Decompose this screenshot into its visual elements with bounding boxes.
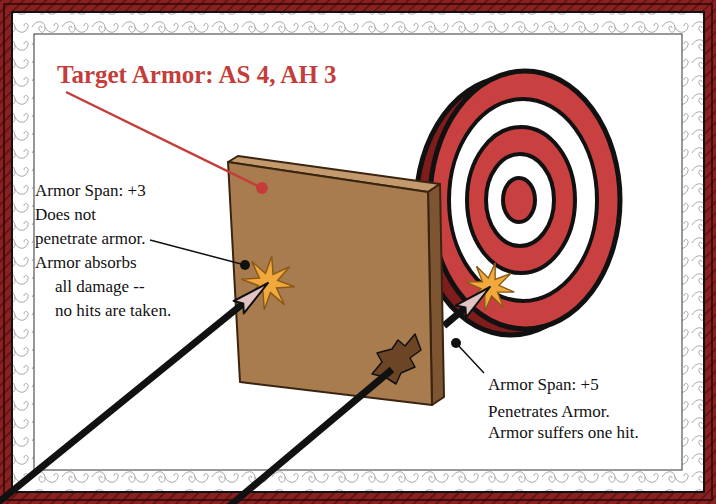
label-text: Does not penetrate armor. Armor absorbs … <box>35 205 171 320</box>
callout-heading: Armor Span: +5 <box>488 374 678 395</box>
arrow-shaft <box>0 303 243 504</box>
wrap-spacer <box>145 275 175 299</box>
callout-heading: Armor Span: +3 <box>35 179 175 203</box>
target-ring <box>467 127 575 273</box>
arrow-head <box>234 283 268 313</box>
leader-line <box>66 92 262 188</box>
callout-note: Does not penetrate armor. Armor absorbs … <box>35 203 175 323</box>
leader-line <box>456 343 484 373</box>
leader-dot <box>256 182 268 194</box>
callout-note: Penetrates Armor. Armor suffers one hit. <box>488 401 648 443</box>
target-ring <box>430 71 620 329</box>
leader-line <box>150 240 245 265</box>
target-ring <box>486 154 554 246</box>
board-front <box>228 162 432 405</box>
target <box>416 71 620 335</box>
label-text: Penetrates Armor. Armor suffers one hit. <box>488 402 639 442</box>
arrow-shaft <box>226 370 392 504</box>
armor-board <box>228 156 444 405</box>
inner-panel <box>34 34 682 470</box>
wrap-spacer <box>35 275 55 323</box>
frame-line <box>4 4 712 500</box>
arrow-head <box>456 287 490 318</box>
label-text: Armor Span: +5 <box>488 375 599 394</box>
callout-title: Target Armor: AS 4, AH 3 <box>57 60 397 90</box>
filigree-border <box>12 12 704 492</box>
target-ring <box>503 178 535 222</box>
wrap-spacer <box>150 203 175 275</box>
target-ring <box>449 99 597 301</box>
arrow-shaft <box>444 308 466 326</box>
leader-dot <box>451 338 461 348</box>
leader-dot <box>240 260 250 270</box>
label-text: Armor Span: +3 <box>35 181 146 200</box>
label-text: Target Armor: AS 4, AH 3 <box>57 61 337 88</box>
